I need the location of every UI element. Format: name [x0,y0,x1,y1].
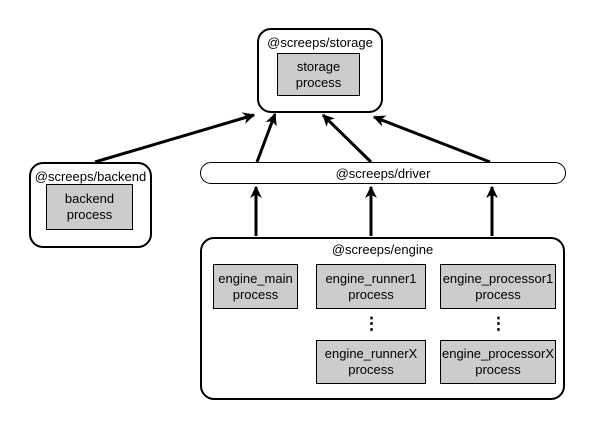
processor-ellipsis: ⋮ [490,314,507,333]
node-driver: @screeps/driver [200,162,566,184]
engine-runner1-process-box: engine_runner1 process [316,264,426,309]
node-driver-label: @screeps/driver [335,165,431,181]
engine-main-process-box: engine_main process [213,264,298,309]
engine-runnerX-process-box: engine_runnerX process [316,340,426,384]
runner-ellipsis: ⋮ [363,314,380,333]
node-engine-label: @screeps/engine [331,242,434,257]
node-storage-label: @screeps/storage [267,35,373,50]
backend-process-box: backend process [46,184,133,230]
edge-backend-to-storage [94,112,256,164]
engine-processorX-process-box: engine_processorX process [440,340,556,384]
engine-processor1-process-box: engine_processor1 process [440,264,556,309]
storage-process-box: storage process [277,53,360,96]
edge-driver-to-storage-left [255,112,277,163]
edge-driver-to-storage-middle [321,113,373,164]
edge-driver-to-storage-right [372,115,491,164]
node-backend-label: @screeps/backend [34,169,147,184]
